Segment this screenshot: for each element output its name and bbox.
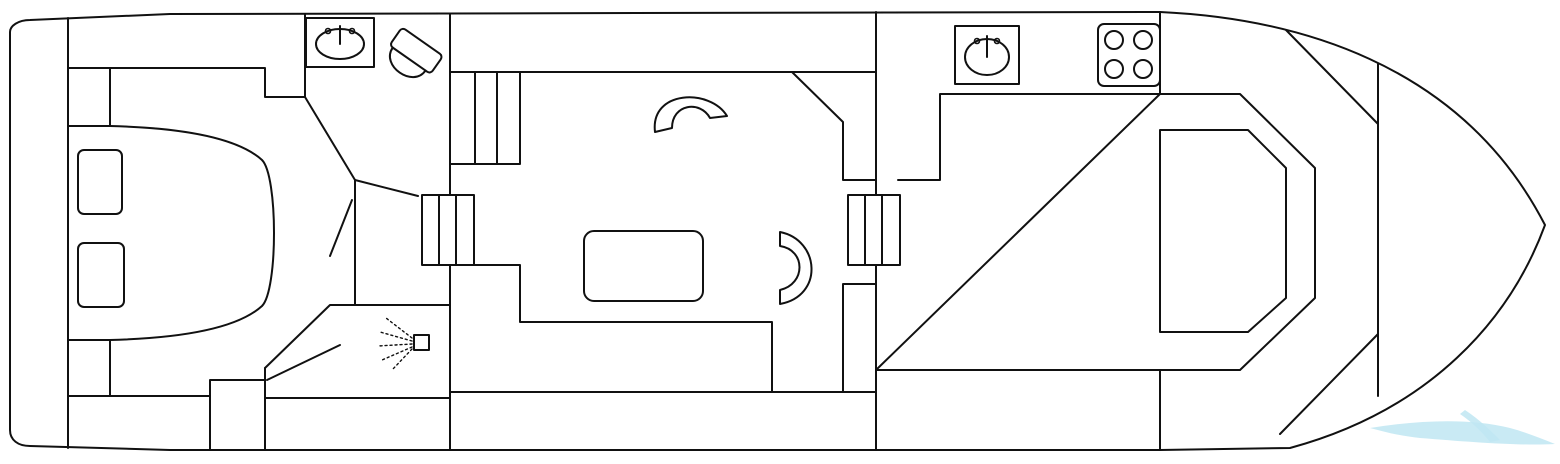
shower-icon xyxy=(377,317,430,371)
aft-cabin-bottom-wall xyxy=(67,379,266,397)
saloon-settee xyxy=(473,264,773,393)
hull xyxy=(9,11,1546,451)
dining-table-icon xyxy=(583,230,704,302)
stairs-icon xyxy=(449,71,521,165)
forward-cabin xyxy=(875,11,1379,451)
shower-partition xyxy=(264,304,451,369)
bow-locker-top xyxy=(1285,29,1379,125)
galley-counter xyxy=(897,11,1161,181)
forward-v-berth-inner xyxy=(1159,129,1287,333)
galley-sink-icon xyxy=(954,25,1020,85)
aft-double-berth xyxy=(67,125,275,341)
bow-locker-bottom xyxy=(1279,333,1379,435)
shower-diagonal xyxy=(266,344,341,381)
aft-cabin-pillow-icon xyxy=(77,149,123,215)
toilet-icon xyxy=(389,27,443,78)
forward-bulkhead xyxy=(847,11,901,451)
helm-seat-icon xyxy=(779,231,813,305)
aft-cabin-top-wall xyxy=(67,67,306,98)
aft-cabin xyxy=(67,67,306,451)
stairs-icon xyxy=(847,194,901,266)
watermark-logo-icon xyxy=(1370,410,1555,445)
aft-cabin-pillow-icon xyxy=(77,242,125,308)
forward-v-berth-outer xyxy=(875,93,1316,371)
heads-door-swing xyxy=(354,179,419,197)
saloon-forward-wall-lower xyxy=(842,283,877,393)
stairs-icon xyxy=(421,194,475,266)
saloon-forward-wall xyxy=(791,71,877,181)
heads-door xyxy=(329,199,353,257)
cooktop-icon xyxy=(1097,23,1161,87)
hull-outline xyxy=(9,11,1546,451)
aft-heads xyxy=(264,13,451,451)
heads-diagonal-wall xyxy=(304,96,356,181)
saloon xyxy=(449,71,877,393)
aft-bulkhead xyxy=(421,13,475,451)
washbasin-icon xyxy=(305,17,375,68)
helm-seat-icon xyxy=(653,96,728,133)
